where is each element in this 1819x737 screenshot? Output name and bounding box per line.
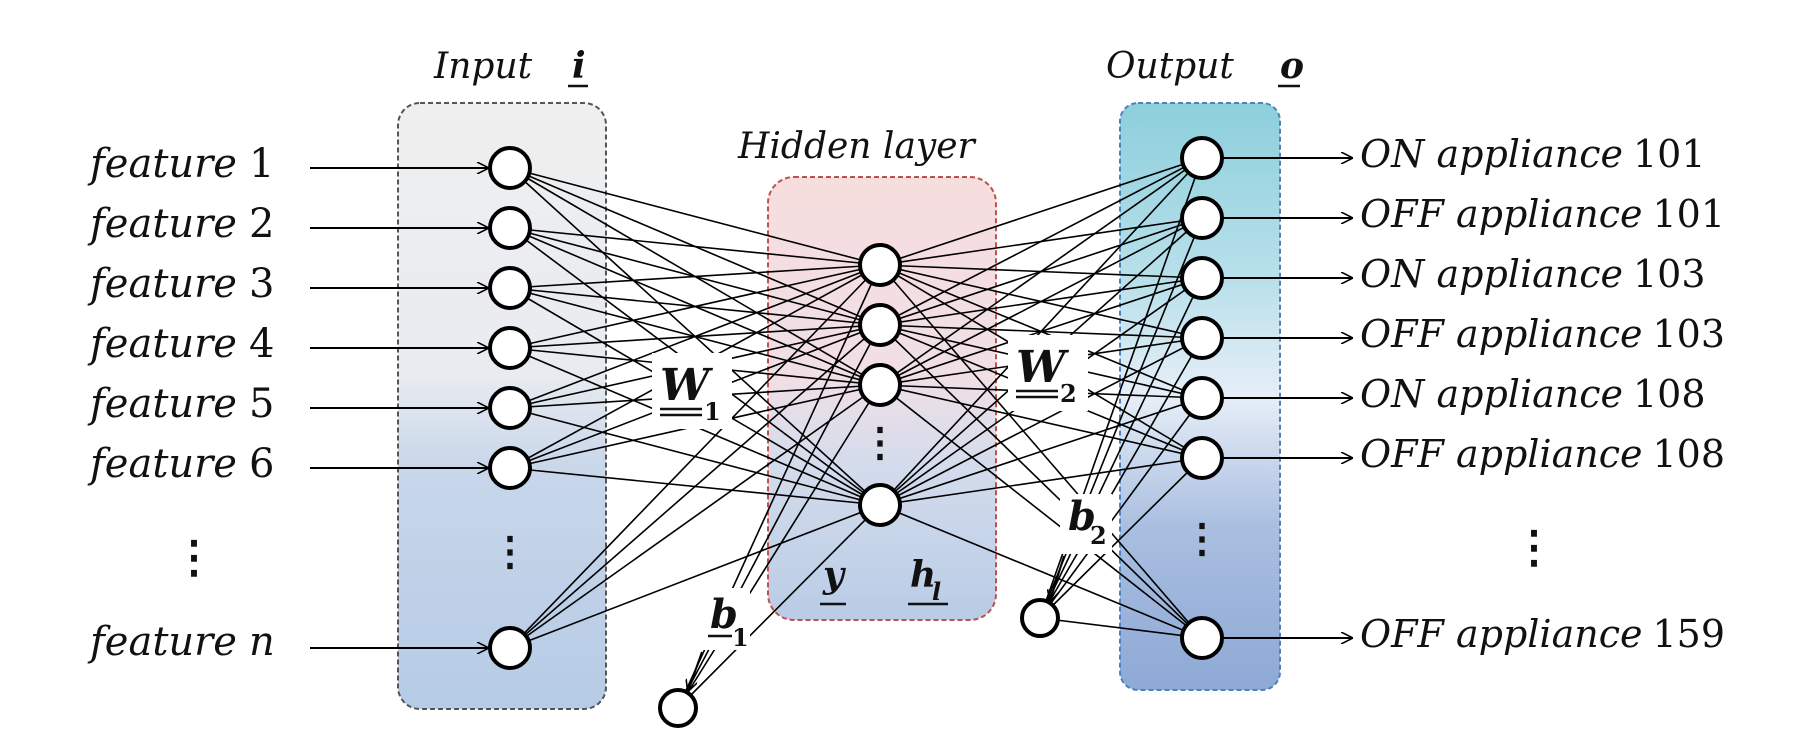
- weight-edge: [509, 324, 881, 649]
- output-title: Output: [1106, 46, 1234, 87]
- b1-label-bg: [702, 588, 750, 650]
- w1-subscript: 1: [704, 397, 721, 426]
- input-node: [488, 266, 532, 310]
- outputs-ellipsis: ⋮: [1512, 522, 1556, 573]
- output-node: [1180, 616, 1224, 660]
- bias-edge: [1039, 337, 1203, 619]
- w1-symbol: W: [660, 360, 714, 411]
- weight-edge: [509, 264, 881, 649]
- input-node: [488, 446, 532, 490]
- b1-subscript: 1: [732, 623, 749, 652]
- w2-label-bg: [1008, 335, 1088, 411]
- neurons: [488, 136, 1224, 728]
- hidden-node: [858, 303, 902, 347]
- weight-edge: [509, 227, 881, 266]
- weight-edge: [509, 264, 881, 409]
- output-node: [1180, 136, 1224, 180]
- w2-subscript: 2: [1060, 379, 1077, 408]
- hidden-output-y: y: [822, 554, 846, 596]
- bias-arrow: [1050, 555, 1065, 601]
- bias-node-2: [1020, 598, 1060, 638]
- output-node: [1180, 196, 1224, 240]
- input-node: [488, 386, 532, 430]
- weight-edge: [509, 504, 881, 649]
- b1-symbol: b: [710, 591, 738, 638]
- weight-edge: [879, 157, 1203, 506]
- weight-connections: [509, 157, 1203, 709]
- weight-edge: [879, 384, 1203, 639]
- output-node: [1180, 436, 1224, 480]
- weight-edge: [509, 264, 881, 349]
- bias-edge: [1039, 457, 1203, 619]
- weight-edge: [509, 167, 881, 266]
- w1-label-bg: [652, 353, 732, 429]
- hidden-node: [858, 363, 902, 407]
- hidden-title: Hidden layer: [737, 126, 977, 167]
- io-arrows: [310, 158, 1352, 691]
- hidden-node: [858, 243, 902, 287]
- hidden-nodes-ellipsis: ⋮: [860, 419, 900, 466]
- weight-edge: [879, 337, 1203, 506]
- hidden-state-h-subscript: l: [932, 577, 941, 606]
- weight-edge: [879, 157, 1203, 266]
- output-node: [1180, 316, 1224, 360]
- bias-edge: [677, 504, 881, 709]
- output-node: [1180, 256, 1224, 300]
- bias-edge: [1039, 277, 1203, 619]
- input-nodes-ellipsis: ⋮: [490, 528, 530, 575]
- b2-label-bg: [1060, 494, 1112, 554]
- features-ellipsis: ⋮: [172, 532, 216, 583]
- input-node: [488, 206, 532, 250]
- input-node: [488, 326, 532, 370]
- output-nodes-ellipsis: ⋮: [1182, 515, 1222, 562]
- bias-node-1: [658, 688, 698, 728]
- input-title: Input: [433, 46, 533, 87]
- weight-edge: [879, 157, 1203, 326]
- bias-edge: [677, 384, 881, 709]
- bias-edge: [1039, 397, 1203, 619]
- input-symbol: i: [572, 45, 586, 87]
- output-symbol: o: [1280, 45, 1304, 87]
- hidden-node: [858, 483, 902, 527]
- weight-edge: [879, 457, 1203, 506]
- weight-edge: [879, 397, 1203, 506]
- hidden-state-h: h: [910, 554, 936, 596]
- w2-symbol: W: [1016, 342, 1070, 393]
- bias-edge: [1039, 617, 1203, 639]
- weight-edge: [879, 157, 1203, 386]
- output-node: [1180, 376, 1224, 420]
- b2-subscript: 2: [1090, 521, 1107, 550]
- b2-symbol: b: [1068, 493, 1096, 540]
- weight-edge: [879, 217, 1203, 386]
- bias-arrow: [688, 651, 703, 691]
- weight-edge: [509, 264, 881, 289]
- weight-edge: [879, 504, 1203, 639]
- input-node: [488, 626, 532, 670]
- weight-edge: [509, 384, 881, 649]
- input-node: [488, 146, 532, 190]
